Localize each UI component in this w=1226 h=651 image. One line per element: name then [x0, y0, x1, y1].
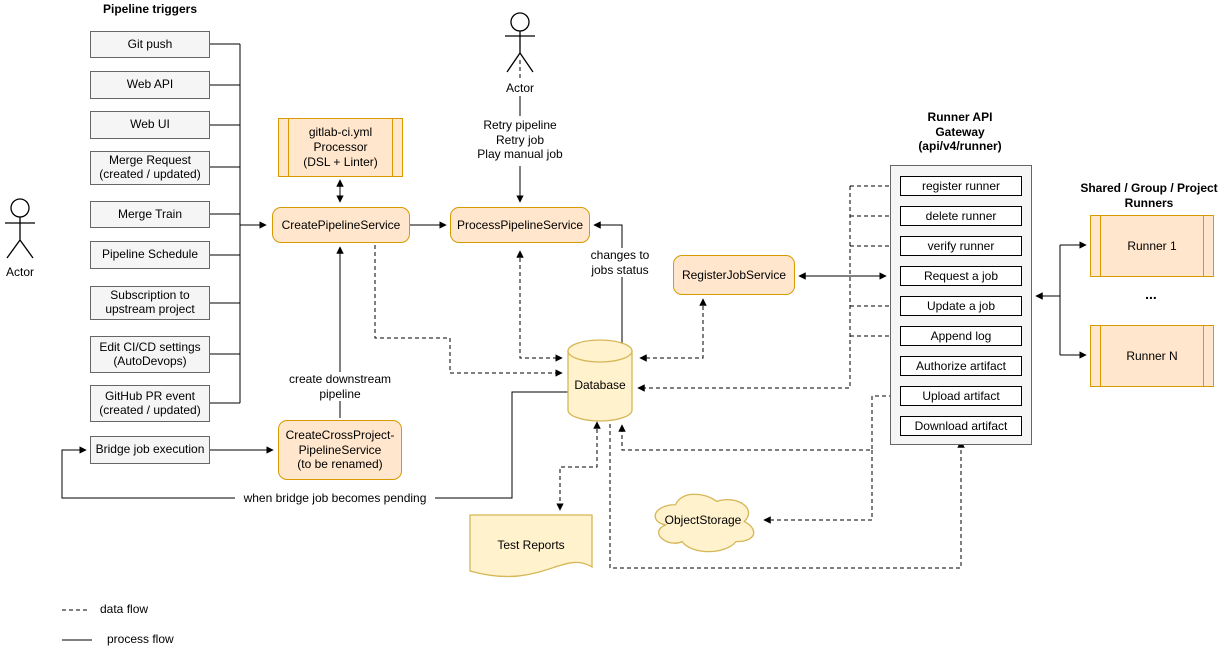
create-pipeline-service: CreatePipelineService	[272, 207, 410, 243]
trigger-pipeline-schedule: Pipeline Schedule	[90, 241, 210, 269]
trigger-subscription: Subscription to upstream project	[90, 286, 210, 320]
edge-gateway-trunk	[637, 186, 851, 392]
edge-uploadartifact-db	[618, 395, 900, 451]
trigger-github-pr: GitHub PR event (created / updated)	[90, 385, 210, 422]
runners-title: Shared / Group / Project Runners	[1080, 181, 1218, 210]
trigger-git-push: Git push	[90, 31, 210, 58]
endpoint-register-runner: register runner	[900, 176, 1022, 196]
pipeline-triggers-title: Pipeline triggers	[102, 2, 198, 16]
objectstorage-label: ObjectStorage	[664, 513, 742, 527]
trigger-web-api: Web API	[90, 71, 210, 99]
edge-gateway-stubs	[850, 185, 898, 337]
testreports-document	[469, 514, 593, 578]
bridge-pending-label: when bridge job becomes pending	[235, 491, 435, 506]
trigger-merge-train: Merge Train	[90, 201, 210, 228]
runner-n: Runner N	[1090, 325, 1214, 387]
database-label: Database	[574, 378, 626, 392]
endpoint-delete-runner: delete runner	[900, 206, 1022, 226]
trigger-merge-request: Merge Request (created / updated)	[90, 151, 210, 185]
edge-createpipeline-db	[374, 245, 563, 377]
runners-ellipsis: ...	[1145, 286, 1157, 302]
actor-left-label: Actor	[5, 265, 34, 279]
edge-uploadartifact-objectstorage	[763, 450, 873, 524]
endpoint-authorize-artifact: Authorize artifact	[900, 356, 1022, 376]
endpoint-append-log: Append log	[900, 326, 1022, 346]
bridge-job-execution: Bridge job execution	[90, 436, 210, 464]
endpoint-upload-artifact: Upload artifact	[900, 386, 1022, 406]
legend-data-flow-label: data flow	[100, 602, 149, 616]
changes-jobs-status-label: changes to jobs status	[586, 248, 654, 278]
legend-process-flow-label: process flow	[107, 632, 174, 646]
edge-trigger-stubs	[210, 43, 241, 404]
endpoint-request-a-job: Request a job	[900, 266, 1022, 286]
retry-actions-label: Retry pipeline Retry job Play manual job	[460, 118, 580, 162]
register-job-service: RegisterJobService	[673, 255, 795, 295]
actor-top-icon	[505, 12, 535, 73]
trigger-web-ui: Web UI	[90, 111, 210, 139]
edge-db-testreports	[556, 421, 601, 511]
runner-api-gateway-title: Runner API Gateway (api/v4/runner)	[918, 110, 1002, 154]
trigger-edit-cicd: Edit CI/CD settings (AutoDevops)	[90, 336, 210, 373]
testreports-label: Test Reports	[497, 538, 565, 552]
actor-left-icon	[5, 198, 35, 259]
endpoint-download-artifact: Download artifact	[900, 416, 1022, 436]
objectstorage-cloud	[654, 493, 755, 553]
edge-db-to-processpipeline	[593, 221, 623, 343]
create-downstream-label: create downstream pipeline	[283, 372, 397, 402]
gitlab-ci-yml-processor: gitlab-ci.yml Processor (DSL + Linter)	[278, 118, 403, 177]
database-cylinder-top	[567, 350, 633, 363]
edge-registerjob-db	[639, 298, 707, 362]
edge-objectstorage-downloadartifact	[609, 424, 965, 569]
process-pipeline-service: ProcessPipelineService	[450, 207, 590, 243]
endpoint-verify-runner: verify runner	[900, 236, 1022, 256]
endpoint-update-a-job: Update a job	[900, 296, 1022, 316]
runner-1: Runner 1	[1090, 215, 1214, 277]
actor-top-label: Actor	[505, 81, 534, 95]
create-cross-project-pipeline-service: CreateCrossProject- PipelineService (to …	[278, 420, 402, 480]
edge-processpipeline-db	[516, 250, 563, 362]
